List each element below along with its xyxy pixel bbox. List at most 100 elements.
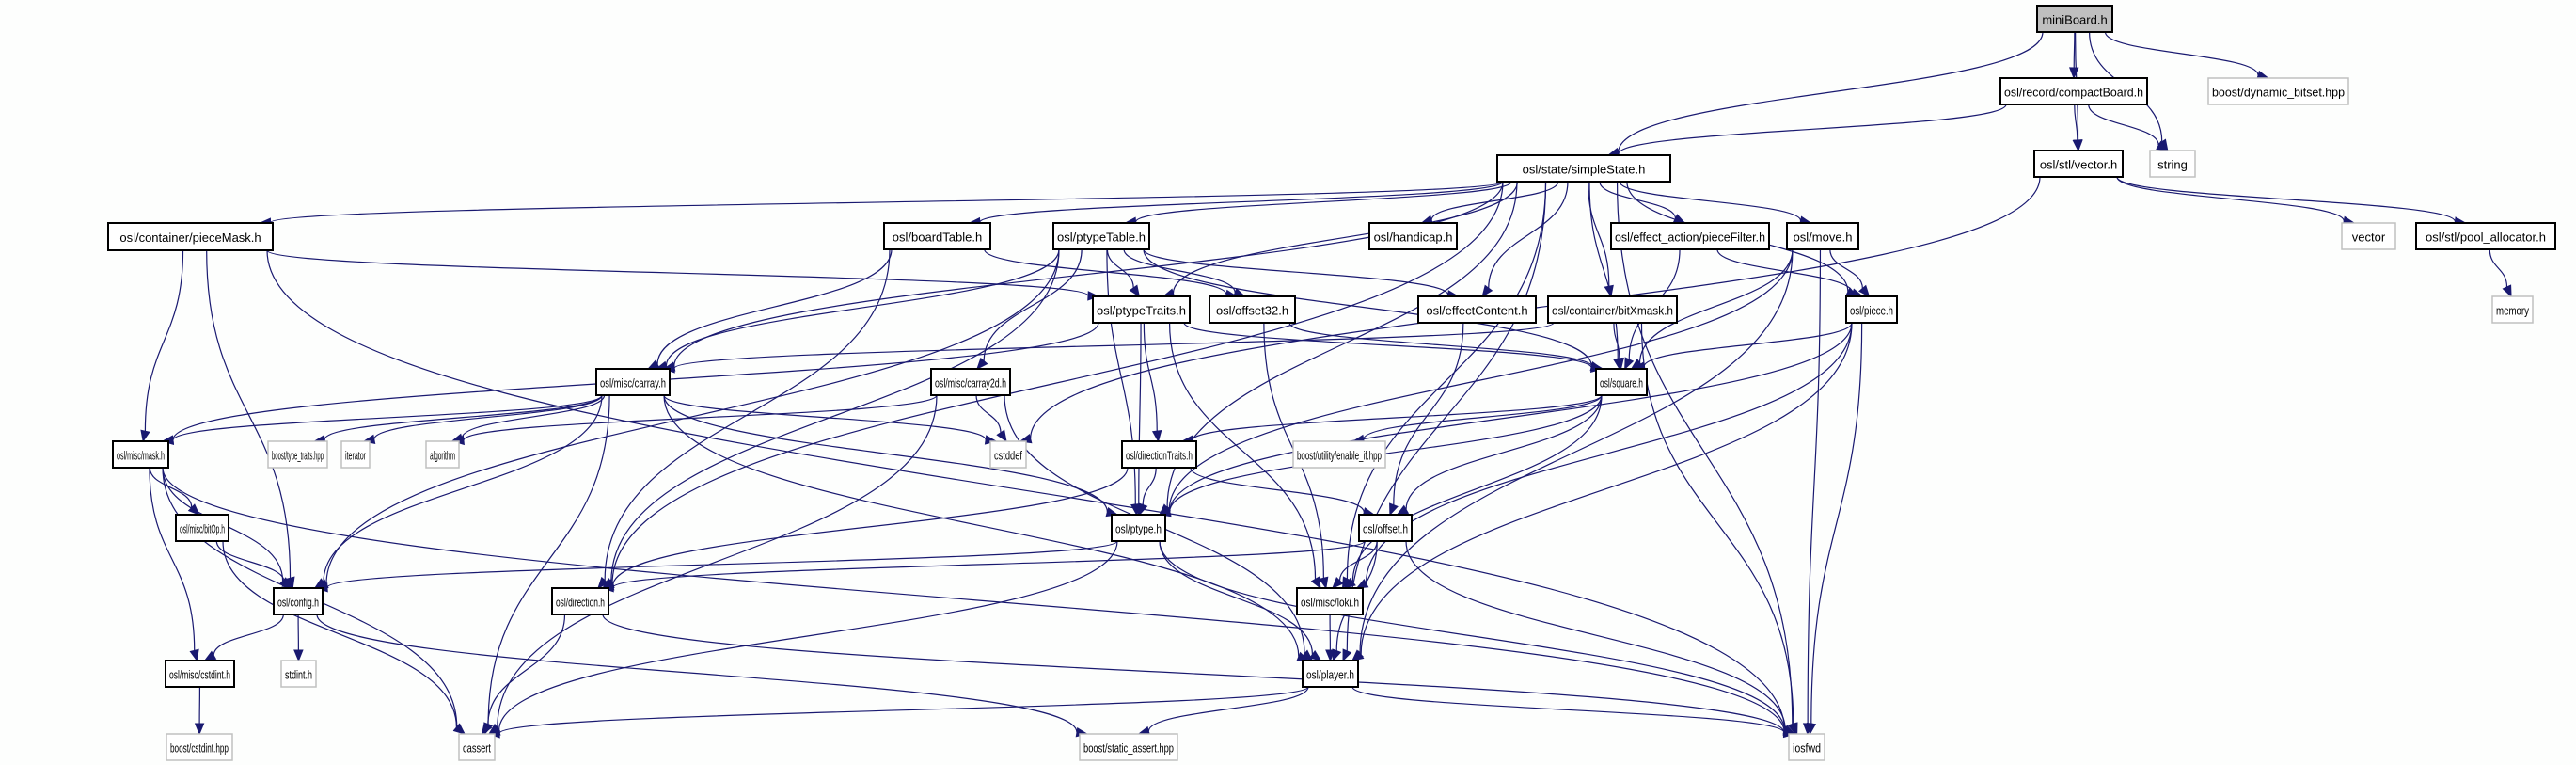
node-box bbox=[175, 514, 229, 542]
edge-line bbox=[162, 467, 1785, 733]
node-box bbox=[2033, 150, 2124, 178]
edge-line bbox=[1365, 322, 1853, 583]
arrowhead-icon bbox=[1342, 648, 1352, 662]
graph-node-cstdint-h[interactable]: osl/misc/cstdint.h bbox=[165, 660, 235, 688]
edge-line bbox=[1359, 248, 1794, 654]
graph-node-pieceMask[interactable]: osl/container/pieceMask.h bbox=[107, 222, 274, 251]
edge-pieceMask-to-mask bbox=[140, 249, 184, 443]
edge-line bbox=[1405, 394, 1603, 510]
edge-carray-to-cstddef bbox=[663, 394, 998, 445]
graph-node-compactBoard[interactable]: osl/record/compactBoard.h bbox=[1999, 77, 2148, 105]
edge-ptypeTable-to-ptypeTraits bbox=[1106, 248, 1141, 298]
edge-pieceMask-to-ptypeTraits bbox=[266, 249, 1100, 301]
graph-node-config[interactable]: osl/config.h bbox=[273, 587, 324, 615]
graph-node-loki[interactable]: osl/misc/loki.h bbox=[1296, 587, 1364, 615]
edge-line bbox=[1190, 467, 1365, 513]
node-label: memory bbox=[2496, 304, 2529, 318]
graph-node-carray[interactable]: osl/misc/carray.h bbox=[595, 368, 671, 396]
graph-node-offset[interactable]: osl/offset.h bbox=[1358, 514, 1413, 542]
edge-line bbox=[1716, 248, 1854, 294]
arrowhead-icon bbox=[1308, 649, 1322, 661]
graph-node-ptypeTable[interactable]: osl/ptypeTable.h bbox=[1052, 222, 1150, 250]
edge-line bbox=[1360, 322, 1853, 655]
node-label: boost/dynamic_bitset.hpp bbox=[2212, 86, 2345, 100]
edge-ptypeTraits-to-directionTraits bbox=[1143, 322, 1162, 443]
graph-node-simpleState[interactable]: osl/state/simpleState.h bbox=[1496, 154, 1671, 183]
graph-node-mask[interactable]: osl/misc/mask.h bbox=[112, 440, 169, 469]
edge-line bbox=[1192, 394, 1603, 441]
edge-line bbox=[1147, 686, 1309, 732]
node-label: iosfwd bbox=[1793, 741, 1821, 756]
graph-node-boardTable[interactable]: osl/boardTable.h bbox=[883, 222, 991, 250]
edge-compactBoard-to-string bbox=[2088, 104, 2169, 151]
edge-line bbox=[1106, 248, 1134, 288]
arrowhead-icon bbox=[1481, 284, 1493, 298]
graph-node-bitOp[interactable]: osl/misc/bitOp.h bbox=[175, 514, 229, 542]
edge-pieceFilter-to-piece bbox=[1716, 248, 1864, 298]
node-box bbox=[267, 440, 328, 469]
graph-node-piece[interactable]: osl/piece.h bbox=[1845, 295, 1898, 324]
graph-node-directionTraits[interactable]: osl/directionTraits.h bbox=[1121, 440, 1197, 469]
node-label: osl/direction.h bbox=[556, 596, 605, 610]
edge-line bbox=[1643, 322, 1853, 367]
edge-carray-to-mask bbox=[161, 394, 603, 446]
edge-line bbox=[604, 248, 891, 581]
graph-node-pieceFilter[interactable]: osl/effect_action/pieceFilter.h bbox=[1610, 222, 1770, 250]
node-box bbox=[458, 733, 496, 761]
edge-line bbox=[1618, 31, 2044, 153]
edge-line bbox=[610, 248, 1060, 582]
node-box bbox=[2491, 295, 2534, 324]
arrowhead-icon bbox=[1389, 502, 1399, 517]
edge-line bbox=[373, 394, 603, 440]
graph-node-handicap[interactable]: osl/handicap.h bbox=[1368, 222, 1458, 250]
graph-node-vector-h[interactable]: osl/stl/vector.h bbox=[2033, 150, 2124, 178]
graph-node-bitXmask[interactable]: osl/container/bitXmask.h bbox=[1547, 295, 1678, 324]
edge-line bbox=[2116, 176, 2457, 222]
node-label: osl/ptype.h bbox=[1115, 522, 1162, 536]
node-box bbox=[107, 222, 274, 251]
arrowhead-icon bbox=[2502, 284, 2512, 298]
node-box bbox=[2341, 222, 2396, 250]
edge-directionTraits-to-ptype bbox=[1138, 467, 1157, 517]
edge-move-to-piece bbox=[1829, 248, 1871, 298]
graph-node-square[interactable]: osl/square.h bbox=[1595, 368, 1648, 396]
node-label: osl/directionTraits.h bbox=[1126, 449, 1193, 463]
graph-node-carray2d[interactable]: osl/misc/carray2d.h bbox=[930, 368, 1011, 396]
graph-node-ptypeTraits[interactable]: osl/ptypeTraits.h bbox=[1092, 295, 1191, 324]
edge-line bbox=[983, 248, 1083, 361]
edge-offset-to-iosfwd bbox=[1405, 540, 1796, 735]
edge-ptypeTraits-to-loki bbox=[1168, 322, 1321, 590]
node-label: osl/effect_action/pieceFilter.h bbox=[1615, 231, 1765, 245]
node-label: cstddef bbox=[994, 449, 1022, 463]
edge-config-to-cstdint_h bbox=[203, 614, 284, 661]
graph-node-miniBoard[interactable]: miniBoard.h bbox=[2036, 5, 2113, 33]
edge-offset-to-direction bbox=[601, 540, 1366, 593]
node-box bbox=[2207, 77, 2349, 105]
edge-player-to-static_assert bbox=[1137, 686, 1309, 736]
graph-node-move[interactable]: osl/move.h bbox=[1786, 222, 1859, 250]
arrowhead-icon bbox=[1858, 284, 1871, 298]
graph-node-direction[interactable]: osl/direction.h bbox=[551, 587, 609, 615]
edge-line bbox=[498, 686, 1309, 734]
node-label: osl/effectContent.h bbox=[1426, 304, 1527, 318]
graph-node-static-assert: boost/static_assert.hpp bbox=[1079, 733, 1178, 761]
graph-node-effectContent[interactable]: osl/effectContent.h bbox=[1417, 295, 1537, 324]
node-box bbox=[1079, 733, 1178, 761]
graph-node-pool-allocator[interactable]: osl/stl/pool_allocator.h bbox=[2415, 222, 2556, 250]
edge-line bbox=[487, 394, 610, 725]
edge-ptype-to-player bbox=[1159, 540, 1322, 661]
graph-node-ptype[interactable]: osl/ptype.h bbox=[1111, 514, 1166, 542]
graph-node-player[interactable]: osl/player.h bbox=[1302, 660, 1359, 688]
graph-node-algorithm: algorithm bbox=[425, 440, 460, 469]
node-box bbox=[1595, 368, 1648, 396]
node-box bbox=[595, 368, 671, 396]
graph-node-offset32[interactable]: osl/offset32.h bbox=[1209, 295, 1296, 324]
edge-bitXmask-to-square bbox=[1613, 322, 1624, 371]
edge-line bbox=[1134, 181, 1512, 223]
edge-line bbox=[316, 614, 1078, 733]
node-box bbox=[1296, 587, 1364, 615]
node-box bbox=[165, 660, 235, 688]
edge-square-to-directionTraits bbox=[1180, 394, 1603, 445]
edge-line bbox=[1143, 248, 1449, 295]
node-box bbox=[551, 587, 609, 615]
